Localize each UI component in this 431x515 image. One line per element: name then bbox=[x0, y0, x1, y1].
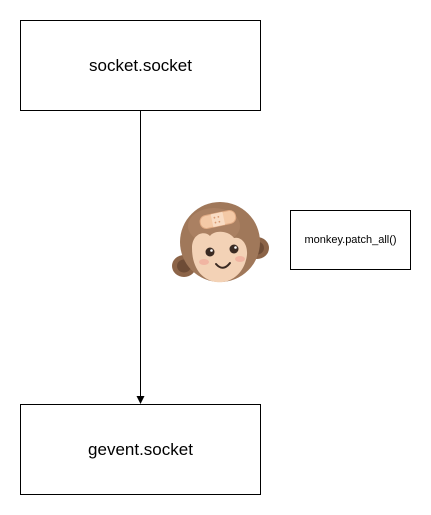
source-box-label: socket.socket bbox=[89, 55, 192, 75]
note-box: monkey.patch_all() bbox=[290, 210, 411, 270]
note-box-label: monkey.patch_all() bbox=[304, 234, 397, 246]
target-box: gevent.socket bbox=[20, 404, 261, 495]
bandaged-monkey-icon bbox=[172, 202, 269, 283]
target-box-label: gevent.socket bbox=[88, 439, 193, 459]
arrow-head bbox=[136, 396, 145, 404]
source-box: socket.socket bbox=[20, 20, 261, 111]
